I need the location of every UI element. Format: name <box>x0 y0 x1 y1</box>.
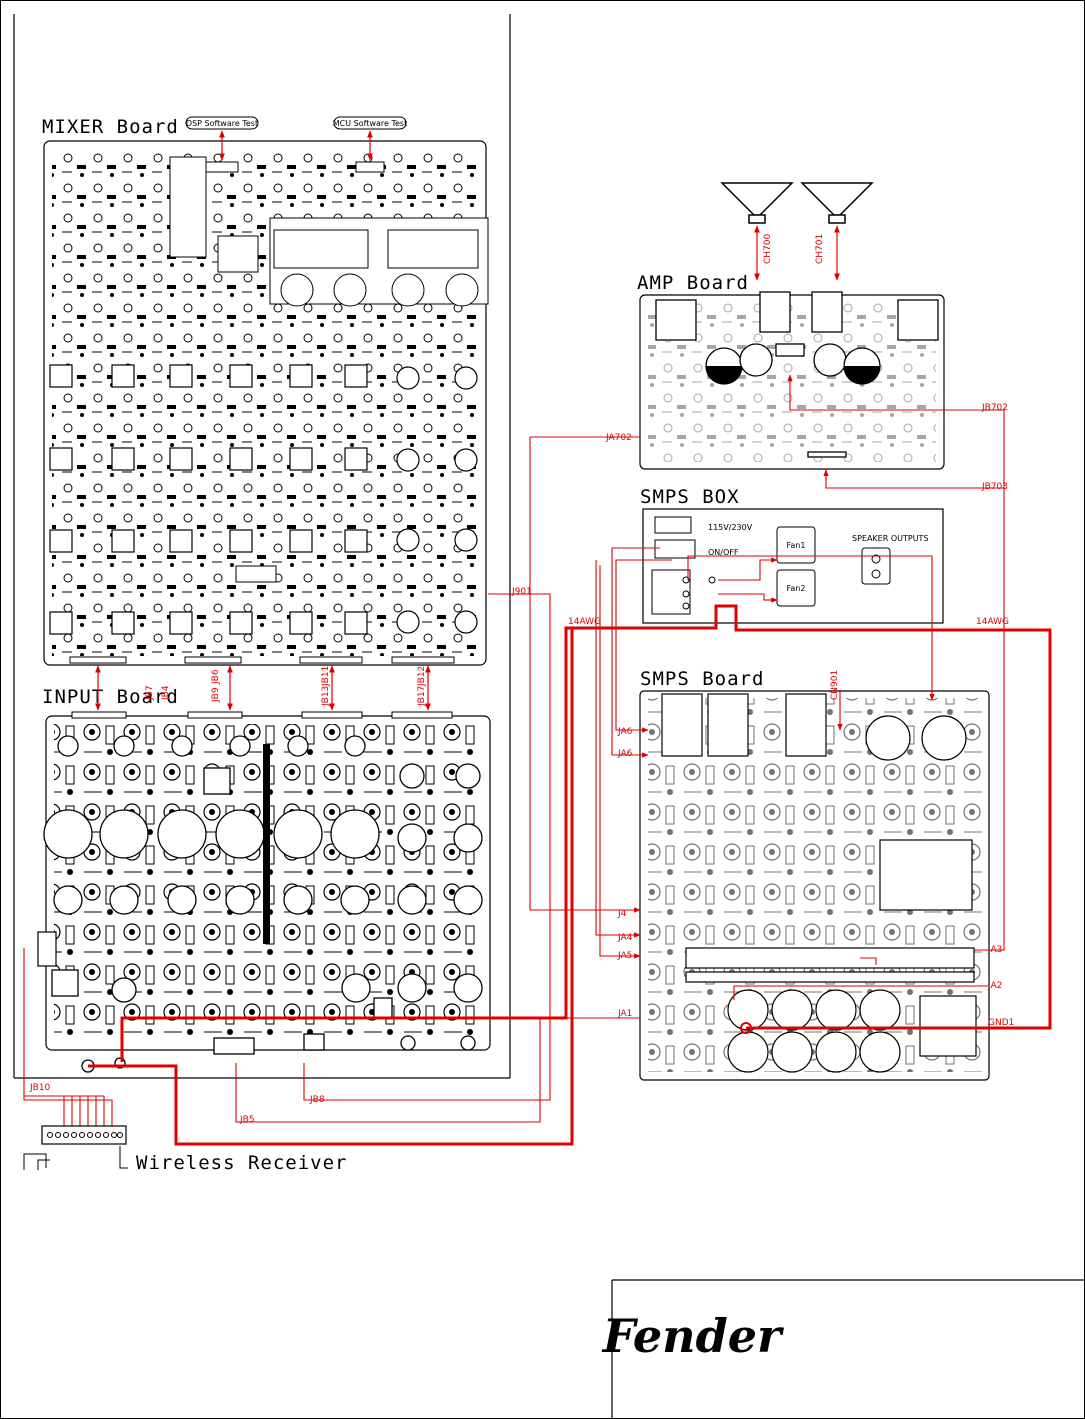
jb12-label: JB12 <box>417 666 427 687</box>
jb703-label: JB703 <box>981 482 1008 492</box>
ja5-label: JA5 <box>617 951 632 961</box>
jb17-label: JB17 <box>417 686 427 707</box>
jb702-label: JB702 <box>981 403 1008 413</box>
ja1-label: JA1 <box>617 1009 632 1019</box>
jb4-label: JB4 <box>161 685 171 701</box>
speakers: CH700 CH701 <box>720 182 874 281</box>
ja702-label: JA702 <box>605 433 632 443</box>
awg-right-label: 14AWG <box>976 617 1009 627</box>
connector-labels: JA702 JB702 JB703 J901 14AWG 14AWG CN901… <box>29 403 1014 1125</box>
input-board: INPUT Board <box>37 686 491 1073</box>
smps-board: SMPS Board <box>639 668 990 1081</box>
wireless-receiver: Wireless Receiver <box>23 1095 347 1174</box>
mcu-test-label: MCU Software Test <box>333 119 407 128</box>
power-label: ON/OFF <box>708 548 739 557</box>
mixer-board: MIXER Board <box>42 116 489 666</box>
input-board-title: INPUT Board <box>42 686 179 708</box>
fan2-label: Fan2 <box>787 584 806 593</box>
dsp-test-label: DSP Software Test <box>186 119 258 128</box>
ja6a-label: JA6 <box>617 727 633 737</box>
mixer-input-connectors: JB7 JB4 JB9 JB6 JB13 JB11 JB17 JB12 <box>95 665 431 711</box>
j4-label: J4 <box>617 909 627 919</box>
voltage-label: 115V/230V <box>708 523 753 532</box>
smps-box: SMPS BOX 115V/230V ON/OFF Fan1 Fan2 SPEA… <box>640 486 944 624</box>
fender-logo: Fender <box>601 1309 785 1363</box>
awg-left-label: 14AWG <box>568 617 601 627</box>
power-wires <box>88 604 1052 1146</box>
jb7-label: JB7 <box>145 685 155 701</box>
smps-board-title: SMPS Board <box>640 668 764 690</box>
ja4-label: JA4 <box>617 933 633 943</box>
mixer-board-title: MIXER Board <box>42 116 179 138</box>
mcu-software-test: MCU Software Test <box>333 116 407 173</box>
jb8-label: JB8 <box>309 1095 325 1105</box>
amp-board: AMP Board <box>637 272 945 470</box>
ja6b-label: JA6 <box>617 749 633 759</box>
fan1-label: Fan1 <box>787 541 806 550</box>
jb11-label: JB11 <box>321 666 331 687</box>
jb5-label: JB5 <box>239 1115 255 1125</box>
amp-board-title: AMP Board <box>637 272 749 294</box>
title-block: Fender <box>601 1279 1084 1418</box>
ch701-label: CH701 <box>815 234 825 264</box>
j901-label: J901 <box>511 587 532 597</box>
jb10-label: JB10 <box>29 1083 51 1093</box>
jb13-label: JB13 <box>321 686 331 707</box>
jb9-label: JB9 <box>211 687 221 703</box>
cn901-label: CN901 <box>830 670 840 700</box>
speaker-outputs-label: SPEAKER OUTPUTS <box>852 534 929 543</box>
ja2-label: JA2 <box>987 981 1002 991</box>
jb6-label: JB6 <box>211 669 221 685</box>
ch700-label: CH700 <box>763 233 773 264</box>
dsp-software-test: DSP Software Test <box>185 116 259 173</box>
wireless-receiver-label: Wireless Receiver <box>136 1152 347 1174</box>
gnd1-label: GND1 <box>988 1018 1014 1028</box>
smps-box-title: SMPS BOX <box>640 486 740 508</box>
ja3-label: JA3 <box>987 945 1002 955</box>
